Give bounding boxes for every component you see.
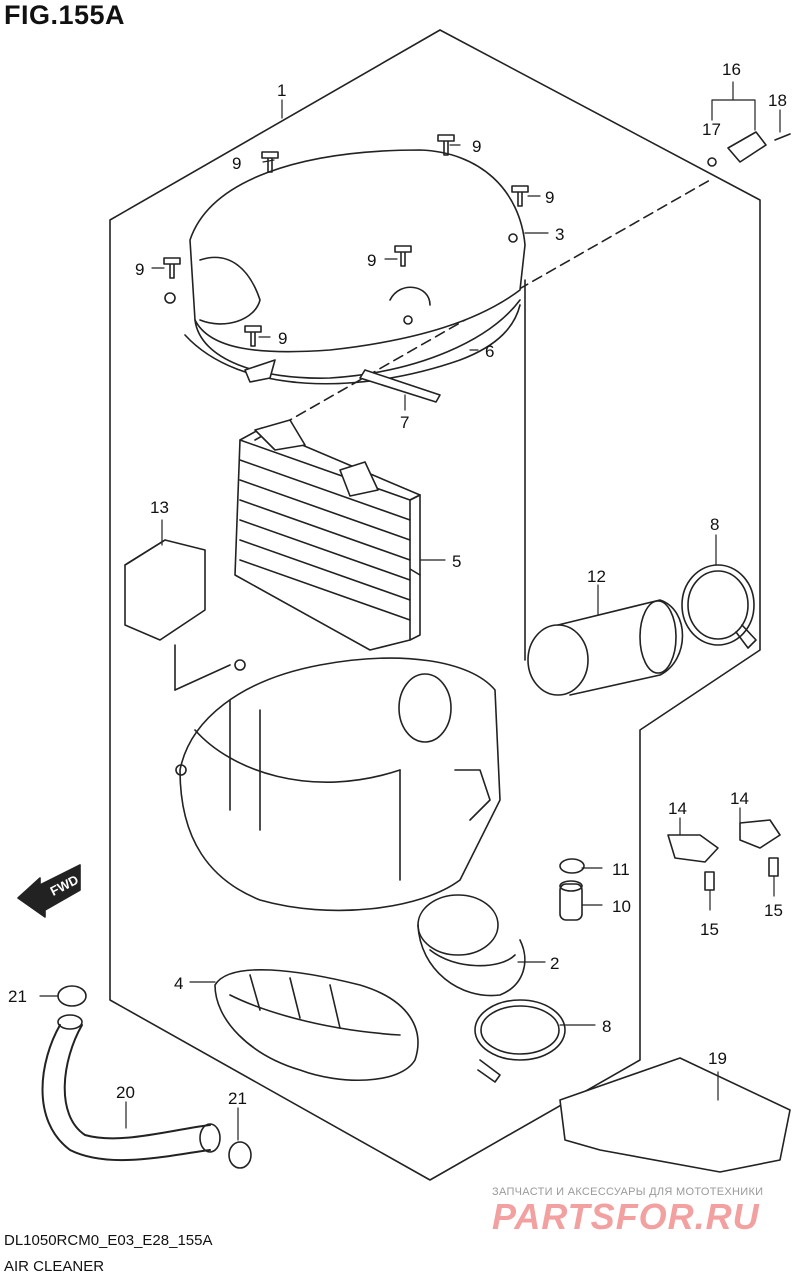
callout-21: 21 (8, 987, 27, 1006)
callout-14: 14 (730, 789, 749, 808)
strip (359, 369, 441, 403)
air-cleaner-cap (164, 149, 526, 379)
callout-9: 9 (367, 251, 376, 270)
sensor-assembly (707, 131, 791, 167)
drain-hose (41, 1014, 221, 1162)
filter-sponge (124, 539, 231, 691)
callout-9: 9 (472, 137, 481, 156)
callout-19: 19 (708, 1049, 727, 1068)
callout-16: 16 (722, 60, 741, 79)
callout-9: 9 (232, 154, 241, 173)
callout-9: 9 (278, 329, 287, 348)
leader-lines (39, 81, 781, 1141)
inlet-tube (527, 599, 684, 696)
seal-plate (559, 1057, 791, 1173)
callout-17: 17 (702, 120, 721, 139)
callout-1: 1 (277, 81, 286, 100)
callout-9: 9 (135, 260, 144, 279)
watermark-brand: PARTSFOR.RU (492, 1196, 760, 1237)
clamp (681, 564, 757, 649)
outlet-tube (417, 894, 526, 997)
callout-18: 18 (768, 91, 787, 110)
callout-20: 20 (116, 1083, 135, 1102)
callout-2: 2 (550, 954, 559, 973)
callout-4: 4 (174, 974, 183, 993)
air-cleaner-case (175, 657, 501, 912)
callout-14: 14 (668, 799, 687, 818)
seal (184, 304, 521, 385)
callout-6: 6 (485, 342, 494, 361)
clip (244, 359, 276, 383)
fig-title: FIG.155A (4, 0, 126, 30)
callout-10: 10 (612, 897, 631, 916)
clamp (474, 999, 566, 1083)
callout-21: 21 (228, 1089, 247, 1108)
callout-8: 8 (710, 515, 719, 534)
figure-code: DL1050RCM0_E03_E28_155A (4, 1232, 213, 1249)
air-cleaner-element (234, 419, 421, 651)
callout-15: 15 (700, 920, 719, 939)
bracket (667, 819, 781, 863)
callout-13: 13 (150, 498, 169, 517)
callout-7: 7 (400, 413, 409, 432)
figure-name: AIR CLEANER (4, 1258, 105, 1275)
ring (559, 858, 585, 874)
callout-3: 3 (555, 225, 564, 244)
callout-5: 5 (452, 552, 461, 571)
callout-15: 15 (764, 901, 783, 920)
callout-11: 11 (612, 860, 630, 879)
watermark-tagline: ЗАПЧАСТИ И АКСЕССУАРЫ ДЛЯ МОТОТЕХНИКИ (492, 1186, 764, 1198)
assembly-box-outline (109, 29, 761, 1181)
callout-12: 12 (587, 567, 606, 586)
callout-8: 8 (602, 1017, 611, 1036)
bolt (704, 857, 779, 891)
fwd-arrow (17, 864, 81, 918)
screws (163, 134, 529, 347)
drain-plug (559, 880, 583, 921)
callout-9: 9 (545, 188, 554, 207)
element-holder (214, 969, 419, 1082)
